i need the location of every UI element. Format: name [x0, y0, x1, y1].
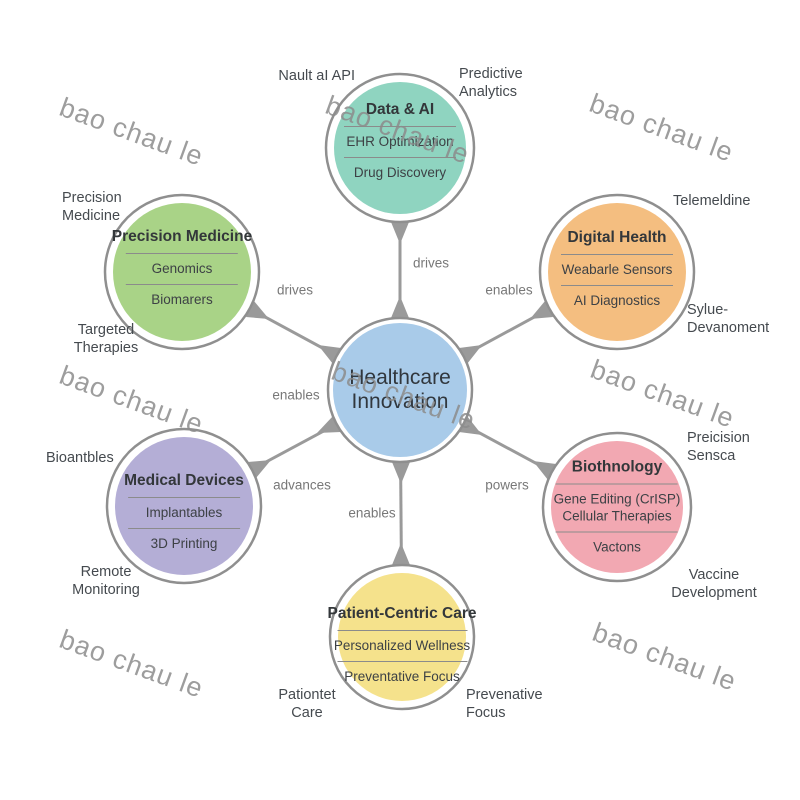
outer-label-precision-medicine: Precision Medicine: [62, 190, 122, 224]
outer-label-patient-care: Pationtet Care: [278, 687, 336, 721]
flare: [392, 462, 410, 484]
separator: [336, 630, 467, 631]
node-title: Patient-Centric Care: [327, 605, 477, 622]
separator: [556, 531, 678, 533]
node-fill-center: [333, 323, 467, 457]
edge-label-enables-md-upper: enables: [272, 387, 320, 403]
edge-label-drives-ai: drives: [412, 255, 450, 271]
node-title: Data & AI: [365, 101, 435, 118]
node-item: EHR Optimization: [346, 134, 454, 149]
node-item: Vactons: [593, 539, 641, 555]
outer-label-precision-sensor: Preicision Sensca: [687, 430, 750, 464]
node-item: Biomarers: [151, 292, 213, 307]
node-title: Digital Health: [567, 229, 667, 246]
edge-label-enables-dh: enables: [485, 282, 533, 298]
outer-label-remote-monitoring: Remote Monitoring: [72, 564, 140, 598]
node-patient-centric: Patient-Centric Care Personalized Wellne…: [327, 605, 476, 685]
node-medical-devices: Medical Devices Implantables 3D Printing: [124, 472, 244, 552]
outer-label-value-development: Sylue- Devanoment: [687, 302, 770, 336]
separator: [125, 284, 238, 285]
outer-label-telemedicine: Telemeldine: [673, 193, 751, 209]
flare: [392, 543, 410, 565]
node-item: Personalized Wellness: [333, 638, 471, 653]
node-item: Genomics: [151, 261, 213, 276]
node-title: Medical Devices: [124, 472, 244, 489]
node-fill-precision-medicine: [113, 203, 251, 341]
outer-label-api: Nault aI API: [278, 68, 355, 84]
outer-label-preventative-focus: Prevenative Focus: [466, 687, 543, 721]
outer-label-predictive-analytics: Predictive Analytics: [459, 66, 523, 100]
node-precision-medicine: Precision Medicine Genomics Biomarers: [112, 228, 252, 308]
outer-label-bioantbles: Bioantbles: [46, 450, 114, 466]
separator: [336, 661, 467, 662]
node-item: Implantables: [145, 505, 223, 520]
separator: [556, 483, 678, 485]
flare: [391, 296, 409, 318]
separator: [561, 254, 673, 255]
node-item: AI Diagnostics: [573, 293, 661, 308]
edge-label-powers-bt: powers: [485, 477, 529, 493]
separator: [127, 497, 240, 498]
edge-label-advances-md: advances: [273, 477, 331, 493]
node-data-ai: Data & AI EHR Optimization Drug Discover…: [344, 101, 456, 181]
node-item: Cellular Therapies: [562, 508, 672, 524]
center-node-title: Healthcare Innovation: [349, 366, 451, 413]
node-item: Preventative Focus: [344, 669, 460, 684]
node-fill-medical-devices: [115, 437, 253, 575]
separator: [561, 285, 673, 286]
node-biotechnology: Biothnology Gene Editing (CrISP) Cellula…: [554, 459, 681, 556]
separator: [344, 157, 456, 158]
node-item: Weabarle Sensors: [561, 262, 673, 277]
node-title: Biothnology: [571, 458, 663, 476]
node-digital-health: Digital Health Weabarle Sensors AI Diagn…: [561, 229, 673, 309]
node-item: Drug Discovery: [353, 165, 447, 180]
separator: [125, 253, 238, 254]
separator: [127, 528, 240, 529]
node-title: Precision Medicine: [111, 228, 253, 245]
node-item: 3D Printing: [150, 536, 218, 551]
edge-label-enables-pc: enables: [348, 505, 396, 521]
edge-label-drives-pm: drives: [276, 282, 314, 298]
separator: [344, 126, 456, 127]
node-fill-biotechnology: [551, 441, 683, 573]
node-fill-data-ai: [334, 82, 466, 214]
node-item: Gene Editing (CrISP): [553, 491, 681, 507]
node-fill-digital-health: [548, 203, 686, 341]
outer-label-targeted-therapies: Targeted Therapies: [73, 322, 139, 356]
node-fill-patient-centric: [338, 573, 466, 701]
outer-label-vaccine-development: Vaccine Development: [671, 567, 757, 601]
flare: [391, 222, 409, 244]
